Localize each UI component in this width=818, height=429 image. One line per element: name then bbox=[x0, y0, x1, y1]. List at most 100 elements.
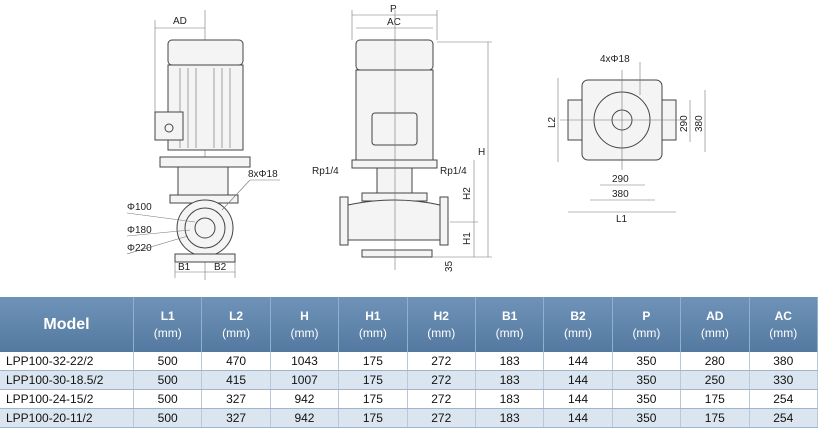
header-label: H1 bbox=[365, 308, 381, 323]
pump-dimension-drawing: AD B1 B2 8xΦ18 Φ100 Φ180 Φ220 bbox=[126, 4, 706, 280]
header-label: L1 bbox=[160, 308, 175, 323]
header-l2: L2 (mm) bbox=[201, 297, 271, 352]
header-unit: (mm) bbox=[632, 325, 661, 340]
label-d220: Φ220 bbox=[127, 243, 152, 254]
header-label: H2 bbox=[433, 308, 449, 323]
dim-b1: B1 bbox=[178, 262, 191, 273]
cell-value: 942 bbox=[270, 408, 340, 428]
cell-value: 350 bbox=[612, 370, 682, 390]
cell-value: 1043 bbox=[270, 352, 340, 371]
dim-380-h: 380 bbox=[612, 189, 629, 200]
dim-l1: L1 bbox=[616, 214, 628, 225]
label-top-holes: 4xΦ18 bbox=[600, 54, 630, 65]
cell-value: 272 bbox=[407, 389, 476, 409]
header-h1: H1 (mm) bbox=[338, 297, 408, 352]
cell-value: 183 bbox=[475, 370, 545, 390]
header-b2: B2 (mm) bbox=[543, 297, 613, 352]
cell-value: 175 bbox=[338, 370, 408, 390]
header-model: Model bbox=[0, 297, 134, 352]
dim-h: H bbox=[478, 147, 485, 158]
header-h: H (mm) bbox=[270, 297, 340, 352]
dim-290-v: 290 bbox=[679, 115, 690, 132]
cell-value: 144 bbox=[543, 389, 613, 409]
cell-value: 350 bbox=[612, 352, 682, 371]
side-view: P AC Rp1/4 Rp1/4 H H2 H1 35 bbox=[312, 4, 492, 272]
cell-value: 144 bbox=[543, 408, 613, 428]
label-flange-holes: 8xΦ18 bbox=[248, 169, 278, 180]
dim-h1: H1 bbox=[462, 232, 473, 245]
top-view: 4xΦ18 L1 290 380 L2 290 380 bbox=[547, 54, 706, 225]
header-label: H bbox=[300, 308, 309, 323]
cell-value: 280 bbox=[680, 352, 750, 371]
header-label: L2 bbox=[229, 308, 244, 323]
header-unit: (mm) bbox=[427, 325, 456, 340]
cell-value: 175 bbox=[338, 389, 408, 409]
label-d180: Φ180 bbox=[127, 225, 152, 236]
cell-model: LPP100-32-22/2 bbox=[0, 352, 134, 371]
cell-value: 175 bbox=[680, 408, 750, 428]
cell-value: 942 bbox=[270, 389, 340, 409]
cell-model: LPP100-30-18.5/2 bbox=[0, 370, 134, 390]
cell-value: 254 bbox=[749, 408, 818, 428]
dim-p: P bbox=[390, 4, 397, 15]
dim-ac: AC bbox=[387, 17, 401, 28]
cell-value: 144 bbox=[543, 352, 613, 371]
cell-value: 350 bbox=[612, 389, 682, 409]
header-unit: (mm) bbox=[358, 325, 387, 340]
dim-h2: H2 bbox=[462, 187, 473, 200]
header-unit: (mm) bbox=[290, 325, 319, 340]
cell-value: 175 bbox=[338, 408, 408, 428]
cell-value: 330 bbox=[749, 370, 818, 390]
cell-value: 175 bbox=[338, 352, 408, 371]
cell-value: 272 bbox=[407, 370, 476, 390]
cell-model: LPP100-24-15/2 bbox=[0, 389, 134, 409]
cell-value: 327 bbox=[201, 389, 271, 409]
header-p: P(mm) bbox=[612, 297, 682, 352]
front-view: AD B1 B2 8xΦ18 Φ100 Φ180 Φ220 bbox=[126, 10, 280, 280]
cell-value: 470 bbox=[201, 352, 271, 371]
header-label: AD bbox=[706, 308, 724, 323]
cell-value: 380 bbox=[749, 352, 818, 371]
dim-b2: B2 bbox=[214, 262, 227, 273]
label-rp-left: Rp1/4 bbox=[312, 166, 339, 177]
header-label: B1 bbox=[501, 308, 518, 323]
header-unit: (mm) bbox=[700, 325, 729, 340]
header-ad: AD (mm) bbox=[680, 297, 750, 352]
header-unit: (mm) bbox=[564, 325, 593, 340]
header-unit: (mm) bbox=[769, 325, 798, 340]
dim-base: 35 bbox=[444, 260, 455, 272]
cell-value: 327 bbox=[201, 408, 271, 428]
cell-value: 500 bbox=[133, 370, 203, 390]
cell-value: 500 bbox=[133, 408, 203, 428]
cell-value: 415 bbox=[201, 370, 271, 390]
dimension-table: Model L1(mm) L2(mm) H(mm) H1(mm) H2(mm) … bbox=[0, 297, 818, 428]
label-d100: Φ100 bbox=[127, 202, 152, 213]
table-header-row: Model L1(mm) L2(mm) H(mm) H1(mm) H2(mm) … bbox=[0, 297, 818, 352]
cell-value: 500 bbox=[133, 389, 203, 409]
cell-value: 175 bbox=[680, 389, 750, 409]
cell-value: 272 bbox=[407, 408, 476, 428]
cell-value: 1007 bbox=[270, 370, 340, 390]
header-l1: L1(mm) bbox=[133, 297, 203, 352]
header-unit: (mm) bbox=[495, 325, 524, 340]
cell-value: 250 bbox=[680, 370, 750, 390]
dim-290-h: 290 bbox=[612, 174, 629, 185]
cell-value: 350 bbox=[612, 408, 682, 428]
label-rp-right: Rp1/4 bbox=[440, 166, 467, 177]
header-label: AC bbox=[774, 308, 792, 323]
header-h2: H2 (mm) bbox=[407, 297, 476, 352]
cell-value: 500 bbox=[133, 352, 203, 371]
header-label: B2 bbox=[570, 308, 586, 323]
cell-value: 183 bbox=[475, 389, 545, 409]
cell-value: 254 bbox=[749, 389, 818, 409]
cell-value: 183 bbox=[475, 408, 545, 428]
header-unit: (mm) bbox=[222, 325, 251, 340]
dim-380-v: 380 bbox=[694, 115, 705, 132]
header-b1: B1 (mm) bbox=[475, 297, 545, 352]
dim-l2: L2 bbox=[547, 116, 558, 128]
cell-model: LPP100-20-11/2 bbox=[0, 408, 134, 428]
